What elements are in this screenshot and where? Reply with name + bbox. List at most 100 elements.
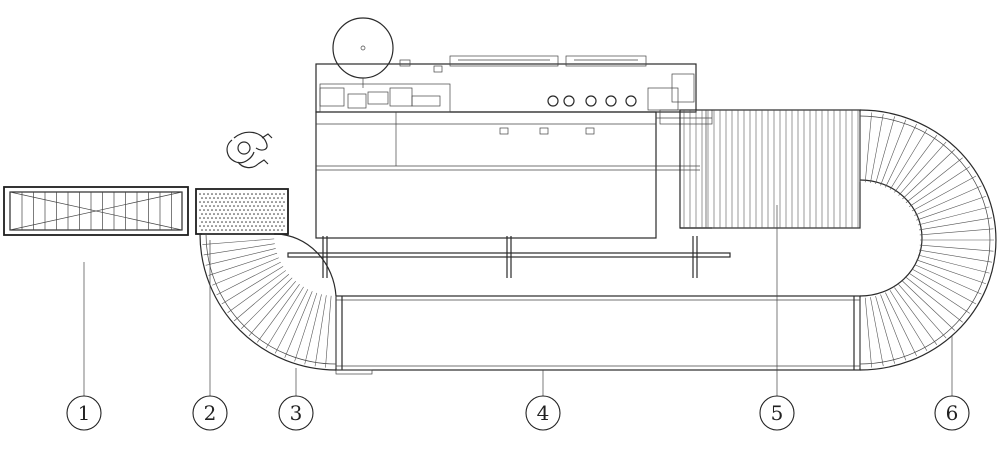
perforation-dot [257, 229, 259, 231]
perforation-dot [229, 197, 231, 199]
perforation-dot [217, 229, 219, 231]
curve-roller [256, 283, 300, 343]
curve-roller [265, 286, 304, 349]
perforation-dot [239, 217, 241, 219]
perforation-dot [209, 197, 211, 199]
perforation-dot [215, 193, 217, 195]
perforation-dot [217, 221, 219, 223]
perforation-dot [237, 213, 239, 215]
operator-figure [226, 131, 273, 169]
perforation-dot [243, 225, 245, 227]
perforation-dot [273, 221, 275, 223]
perforation-dot [263, 201, 265, 203]
curve-roller [870, 113, 884, 183]
perforation-dot [247, 201, 249, 203]
perforation-dot [215, 225, 217, 227]
perforation-dot [281, 205, 283, 207]
callout-1-label: 1 [78, 401, 91, 425]
perforation-dot [255, 193, 257, 195]
perforation-dot [233, 229, 235, 231]
perforation-dot [209, 205, 211, 207]
perforation-dot [199, 217, 201, 219]
perforation-dot [239, 201, 241, 203]
perforation-dot [229, 213, 231, 215]
perforation-dot [205, 213, 207, 215]
right-curve-roller-conveyor [859, 109, 997, 371]
perforation-dot [277, 229, 279, 231]
perforation-dot [213, 205, 215, 207]
perforation-dot [241, 229, 243, 231]
perforation-dot [251, 217, 253, 219]
perforation-dot [213, 213, 215, 215]
perforation-dot [205, 205, 207, 207]
perforation-dot [223, 209, 225, 211]
perforation-dot [275, 209, 277, 211]
curve-roller [898, 284, 947, 339]
perforation-dot [231, 193, 233, 195]
curve-roller [864, 297, 872, 368]
perforation-dot [215, 217, 217, 219]
perforation-dot [219, 193, 221, 195]
perforation-dot [261, 213, 263, 215]
perforation-dot [203, 201, 205, 203]
perforation-dot [235, 201, 237, 203]
perforation-dot [219, 225, 221, 227]
curve-roller [917, 254, 990, 274]
curve-roller [314, 295, 327, 367]
perforation-dot [233, 197, 235, 199]
perforation-dot [211, 209, 213, 211]
perforation-dot [219, 209, 221, 211]
curve-roller [914, 264, 982, 295]
curve-roller [208, 252, 278, 276]
perforation-dot [281, 197, 283, 199]
perforation-dot [277, 213, 279, 215]
perforation-dot [245, 213, 247, 215]
callout-4: 4 [525, 395, 561, 431]
perforation-dot [249, 213, 251, 215]
perforation-dot [251, 209, 253, 211]
curve-roller [919, 249, 993, 263]
callout-5: 5 [759, 395, 795, 431]
perforation-dot [247, 209, 249, 211]
perforation-dot [223, 201, 225, 203]
curve-roller [880, 294, 907, 361]
perforation-dot [213, 229, 215, 231]
curve-roller [202, 238, 275, 245]
curve-roller [875, 116, 895, 185]
callout-4-label: 4 [537, 401, 550, 425]
perforation-dot [199, 209, 201, 211]
perforation-dot [199, 225, 201, 227]
perforation-dot [209, 221, 211, 223]
perforation-dot [269, 221, 271, 223]
perforation-dot [267, 193, 269, 195]
perforation-dot [243, 193, 245, 195]
perforation-dot [213, 221, 215, 223]
perforation-dot [259, 193, 261, 195]
perforation-dot [225, 197, 227, 199]
perforation-dot [213, 197, 215, 199]
perforation-dot [269, 197, 271, 199]
perforation-dot [265, 229, 267, 231]
perforation-dot [245, 205, 247, 207]
perforation-dot [215, 201, 217, 203]
perforation-dot [259, 217, 261, 219]
perforation-dot [249, 197, 251, 199]
curve-roller [908, 166, 970, 207]
curve-roller [203, 243, 275, 256]
curve-roller [919, 217, 993, 231]
perforation-dot [219, 201, 221, 203]
curve-roller [919, 228, 994, 236]
perforation-dot [283, 217, 285, 219]
perforation-dot [241, 205, 243, 207]
perforation-dot [257, 197, 259, 199]
outfeed-roller-table [679, 109, 861, 229]
callout-3-label: 3 [290, 401, 303, 425]
perforation-dot [211, 225, 213, 227]
perforation-dot [277, 221, 279, 223]
perforation-dot [283, 225, 285, 227]
perforation-dot [225, 213, 227, 215]
curve-roller [916, 259, 987, 285]
perforation-dot [211, 217, 213, 219]
perforation-dot [237, 197, 239, 199]
perforation-dot [279, 225, 281, 227]
